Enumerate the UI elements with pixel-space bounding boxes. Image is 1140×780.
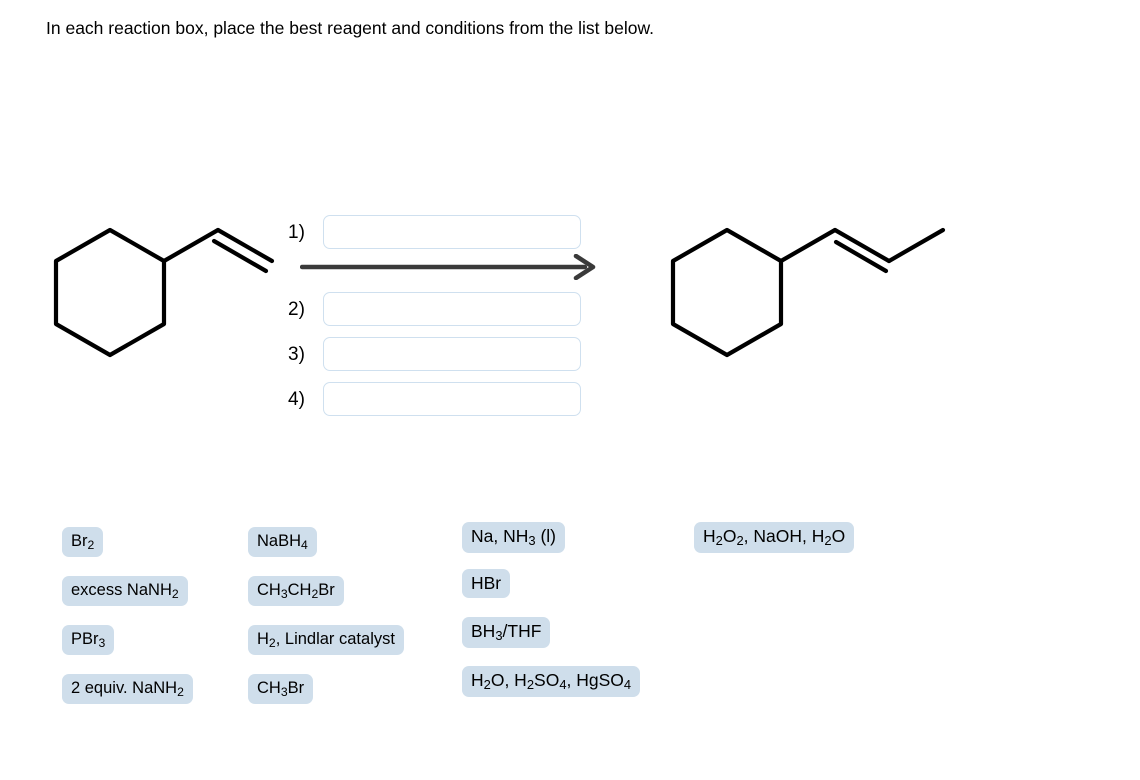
reagent-chip[interactable]: Na, NH3 (l) <box>462 522 565 553</box>
reagent-chip-slot: HBr <box>462 569 511 598</box>
product-structure <box>655 214 955 384</box>
reactant-structure <box>38 214 288 384</box>
reagent-chip[interactable]: H2, Lindlar catalyst <box>248 625 404 655</box>
reagent-chip[interactable]: H2O, H2SO4, HgSO4 <box>462 666 641 697</box>
reagent-bank: Br2 excess NaNH2 PBr3 2 equiv. NaNH2 NaB… <box>0 500 1140 780</box>
reagent-chip-slot: NaBH4 <box>248 527 317 557</box>
reagent-chip[interactable]: CH3CH2Br <box>248 576 344 606</box>
reagent-drop-box-2[interactable] <box>323 292 581 326</box>
reagent-chip-slot: BH3/THF <box>462 617 551 648</box>
reagent-drop-box-1[interactable] <box>323 215 581 249</box>
reagent-chip-slot: CH3CH2Br <box>248 576 344 606</box>
propenylcyclohexane-icon <box>670 227 946 358</box>
reagent-chip-slot: 2 equiv. NaNH2 <box>62 674 193 704</box>
condition-number-1: 1) <box>288 221 305 243</box>
reagent-drop-box-4[interactable] <box>323 382 581 416</box>
reagent-chip[interactable]: CH3Br <box>248 674 314 704</box>
condition-row-3: 3) <box>288 336 581 372</box>
reagent-chip-slot: H2, Lindlar catalyst <box>248 625 404 655</box>
condition-row-2: 2) <box>288 291 581 327</box>
reagent-chip[interactable]: H2O2, NaOH, H2O <box>694 522 855 553</box>
reagent-chip-slot: CH3Br <box>248 674 314 704</box>
reagent-chip[interactable]: excess NaNH2 <box>62 576 188 606</box>
reagent-chip-slot: H2O, H2SO4, HgSO4 <box>462 666 641 697</box>
reagent-chip[interactable]: Br2 <box>62 527 104 557</box>
reagent-drop-box-3[interactable] <box>323 337 581 371</box>
page-instruction: In each reaction box, place the best rea… <box>46 18 655 38</box>
condition-number-4: 4) <box>288 388 305 410</box>
condition-number-2: 2) <box>288 298 305 320</box>
condition-row-1: 1) <box>288 214 581 250</box>
condition-row-4: 4) <box>288 381 581 417</box>
vinylcyclohexane-icon <box>53 227 275 358</box>
reagent-chip-slot: PBr3 <box>62 625 115 655</box>
reaction-scheme: 1) 2) 3) 4) <box>0 200 1140 450</box>
reagent-chip[interactable]: PBr3 <box>62 625 115 655</box>
reagent-chip-slot: Br2 <box>62 527 104 557</box>
reagent-chip-slot: excess NaNH2 <box>62 576 188 606</box>
reagent-chip[interactable]: HBr <box>462 569 511 598</box>
reagent-chip[interactable]: BH3/THF <box>462 617 551 648</box>
reagent-chip-slot: H2O2, NaOH, H2O <box>694 522 855 553</box>
reaction-arrow-icon <box>300 254 596 280</box>
reagent-chip-slot: Na, NH3 (l) <box>462 522 565 553</box>
reagent-chip[interactable]: NaBH4 <box>248 527 317 557</box>
reagent-chip[interactable]: 2 equiv. NaNH2 <box>62 674 193 704</box>
condition-number-3: 3) <box>288 343 305 365</box>
conditions-stack: 1) 2) 3) 4) <box>288 200 608 432</box>
